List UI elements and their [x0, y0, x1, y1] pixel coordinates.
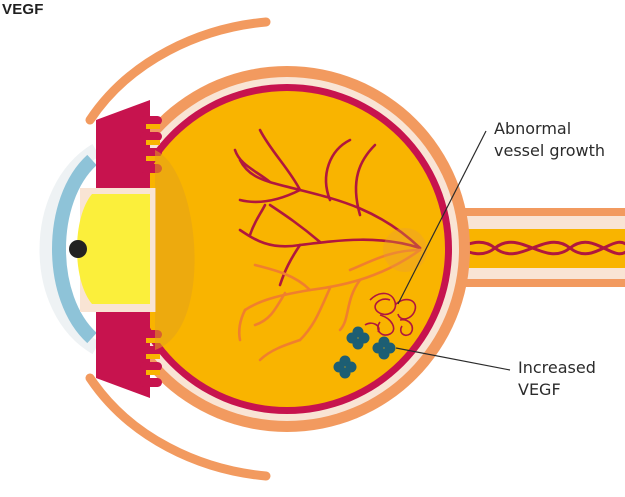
annotation-line: vessel growth: [494, 141, 606, 160]
retinal-vessels: [233, 128, 427, 362]
vegf-marker-icon: [346, 326, 370, 350]
ciliary-body: [96, 100, 162, 398]
annotation-line: Increased: [518, 358, 596, 377]
annotation-abnormal-vessel-growth: Abnormal vessel growth: [494, 118, 605, 162]
eyeball: [104, 66, 470, 432]
annotation-line: Abnormal: [494, 119, 572, 138]
vegf-markers: [333, 326, 396, 379]
vegf-marker-icon: [333, 355, 357, 379]
cornea: [39, 144, 100, 355]
abnormal-vessel-tangle: [364, 292, 417, 337]
outer-muscle-arcs: [85, 17, 271, 481]
annotation-increased-vegf: Increased VEGF: [518, 357, 596, 401]
figure-title: VEGF: [2, 1, 44, 18]
annotation-line: VEGF: [518, 380, 561, 399]
lens: [69, 150, 195, 350]
vegf-marker-icon: [372, 336, 396, 360]
leader-lines: [395, 130, 511, 371]
